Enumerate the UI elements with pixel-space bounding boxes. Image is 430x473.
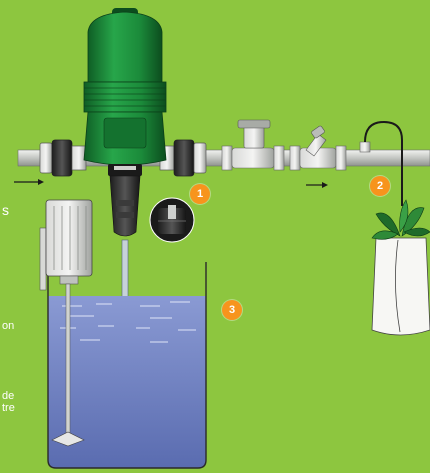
solenoid-valve-icon bbox=[222, 120, 284, 170]
callout-badge-1: 1 bbox=[190, 184, 210, 204]
y-filter-icon bbox=[290, 125, 346, 170]
edge-text-2: on bbox=[2, 320, 14, 333]
edge-text-4: tre bbox=[2, 402, 15, 415]
edge-text-1: s bbox=[2, 204, 9, 217]
inlet-union bbox=[40, 140, 86, 176]
outlet-union bbox=[160, 140, 206, 176]
adjustment-detail bbox=[150, 198, 194, 242]
flow-arrow-icon bbox=[306, 182, 328, 188]
flow-arrow-icon bbox=[14, 179, 44, 185]
callout-badge-2: 2 bbox=[370, 176, 390, 196]
callout-badge-3: 3 bbox=[222, 300, 242, 320]
potted-plant-icon bbox=[372, 200, 430, 335]
